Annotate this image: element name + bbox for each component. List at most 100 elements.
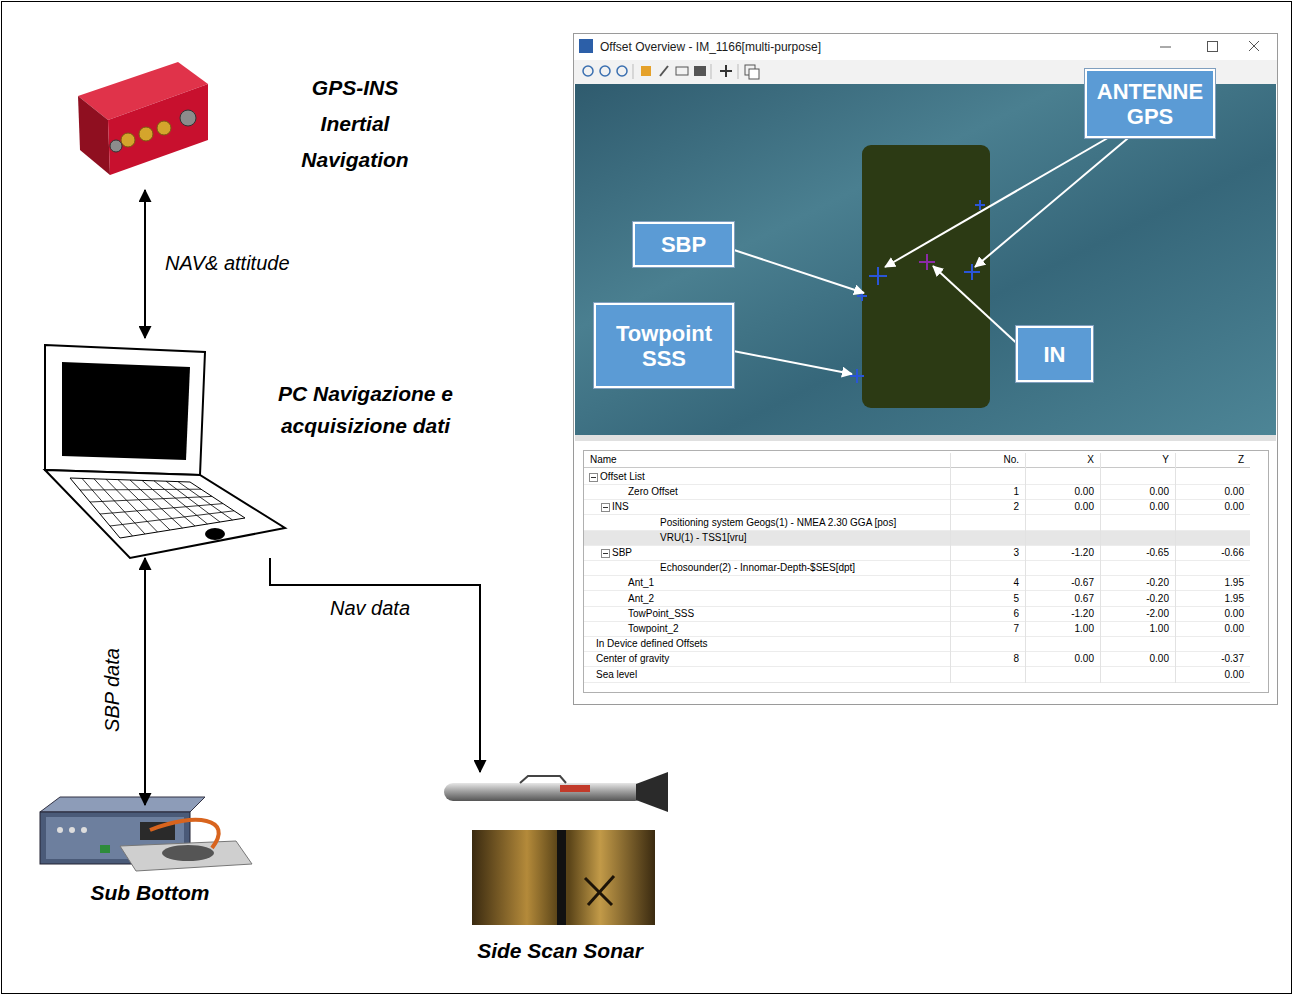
table-cell: Ant_2 (628, 592, 654, 606)
sub-bottom-device-part (40, 797, 205, 812)
table-cell: -0.37 (1175, 652, 1244, 666)
device-block: Sub Bottom (30, 805, 270, 910)
table-cell: 0.00 (1025, 485, 1094, 499)
ins-device (78, 62, 208, 175)
software-window-part (1249, 41, 1259, 51)
table-cell: Towpoint_2 (628, 622, 679, 636)
table-cell: 0.00 (1100, 485, 1169, 499)
table-cell: In Device defined Offsets (596, 637, 708, 651)
table-cell: 0.67 (1025, 592, 1094, 606)
callout-box: SBP (633, 222, 734, 267)
table-cell: -0.20 (1100, 592, 1169, 606)
offset-marker-part (964, 264, 980, 280)
table-cell: Offset List (600, 470, 645, 484)
laptop-drawing-part (166, 481, 220, 522)
sub-bottom-device (40, 797, 252, 871)
table-cell: 8 (950, 652, 1019, 666)
tree-toggle (589, 473, 598, 482)
table-cell: TowPoint_SSS (628, 607, 694, 621)
ins-device-part (157, 121, 171, 135)
ins-device-part (139, 127, 153, 141)
table-cell: 2 (950, 500, 1019, 514)
leader-line-part (885, 128, 1125, 267)
side-scan-device (444, 772, 668, 925)
callout-text: Towpoint SSS (601, 321, 727, 371)
offset-marker-part (869, 267, 887, 285)
software-window (574, 34, 1278, 705)
connector (144, 558, 146, 805)
device-caption: PC Navigazione e acquisizione dati (258, 378, 473, 442)
callout-box: ANTENNE GPS (1085, 69, 1215, 138)
device-block: PC Navigazione e acquisizione dati (40, 338, 480, 558)
table-cell: Zero Offset (628, 485, 678, 499)
table-cell: Sea level (596, 668, 637, 682)
column-header: X (1025, 453, 1094, 467)
device-caption: GPS-INS Inertial Navigation (285, 70, 425, 178)
offset-marker-part (850, 369, 864, 383)
column-separator (1175, 453, 1176, 683)
software-window-part (1249, 41, 1259, 51)
software-window-part (676, 67, 688, 75)
table-cell: -0.66 (1175, 546, 1244, 560)
software-window: Offset Overview - IM_1166[multi-purpose]… (573, 33, 1278, 705)
table-cell: 0.00 (1175, 668, 1244, 682)
table-cell: 1 (950, 485, 1019, 499)
table-cell: 1.00 (1100, 622, 1169, 636)
edge-label: NAV& attitude (165, 252, 290, 275)
column-separator (1100, 453, 1101, 683)
tree-toggle-minus (603, 553, 608, 554)
callout-box: Towpoint SSS (594, 303, 734, 388)
table-cell: Ant_1 (628, 576, 654, 590)
table-cell: 5 (950, 592, 1019, 606)
callout-box: IN (1016, 326, 1093, 382)
side-scan-device-part (560, 785, 590, 792)
table-cell: SBP (612, 546, 632, 560)
table-cell: -0.65 (1100, 546, 1169, 560)
sub-bottom-device-part (120, 841, 252, 871)
laptop-drawing-part (154, 481, 208, 524)
offset-marker-part (975, 200, 985, 210)
software-window-part (579, 39, 593, 53)
table-cell: 7 (950, 622, 1019, 636)
software-window-part (738, 64, 739, 79)
software-window-part (694, 66, 706, 76)
table-cell: 0.00 (1025, 652, 1094, 666)
table-cell: Positioning system Geogs(1) - NMEA 2.30 … (660, 516, 896, 530)
table-row (584, 470, 1250, 485)
laptop-drawing-part (45, 345, 205, 475)
column-header: No. (950, 453, 1019, 467)
software-window-part (575, 435, 1276, 441)
table-cell: -1.20 (1025, 546, 1094, 560)
table-cell: 1.95 (1175, 576, 1244, 590)
edge-label: Nav data (330, 597, 410, 620)
table-cell: 0.00 (1025, 500, 1094, 514)
laptop-drawing-part (178, 482, 233, 520)
column-header: Name (590, 453, 617, 467)
table-cell: 0.00 (1175, 485, 1244, 499)
sub-bottom-device-part (150, 820, 219, 848)
tree-toggle-minus (591, 477, 596, 478)
leader-line-part (728, 350, 852, 374)
table-cell: 6 (950, 607, 1019, 621)
table-cell: VRU(1) - TSS1[vru] (660, 531, 747, 545)
laptop-drawing (45, 345, 285, 558)
device-caption: Side Scan Sonar (440, 938, 680, 964)
table-cell: Center of gravity (596, 652, 669, 666)
software-window-part (583, 66, 593, 76)
column-separator (950, 453, 951, 683)
table-cell: -2.00 (1100, 607, 1169, 621)
device-caption: Sub Bottom (50, 880, 250, 906)
connector (270, 558, 480, 772)
column-header: Y (1100, 453, 1169, 467)
software-window-part (711, 64, 712, 79)
tree-toggle (601, 549, 610, 558)
side-scan-device-part (588, 876, 614, 905)
ins-device-part (78, 96, 110, 175)
side-scan-device-part (557, 830, 566, 925)
laptop-drawing-part (82, 478, 133, 536)
table-cell: 0.00 (1175, 607, 1244, 621)
laptop-drawing-part (205, 528, 225, 540)
ins-device-part (121, 133, 135, 147)
